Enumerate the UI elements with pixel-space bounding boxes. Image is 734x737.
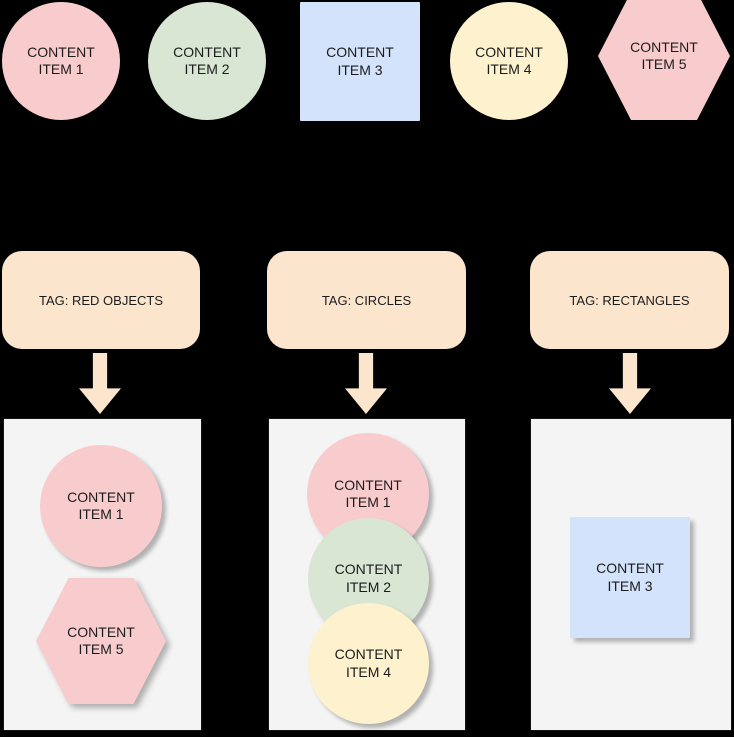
down-arrow-icon bbox=[609, 353, 651, 414]
content-item-2-circle: CONTENT ITEM 2 bbox=[148, 2, 266, 120]
tag-circles-box: TAG: CIRCLES bbox=[267, 251, 466, 349]
tag-label: TAG: RECTANGLES bbox=[569, 292, 690, 308]
grouped-content-item-4-circle: CONTENT ITEM 4 bbox=[308, 603, 429, 724]
shape-label: CONTENT ITEM 3 bbox=[596, 560, 664, 594]
shape-label: CONTENT ITEM 3 bbox=[326, 44, 394, 78]
hexagon-shape: CONTENT ITEM 5 bbox=[36, 578, 166, 704]
tag-red-objects-box: TAG: RED OBJECTS bbox=[2, 251, 200, 349]
tag-label: TAG: CIRCLES bbox=[321, 292, 412, 308]
down-arrow-icon bbox=[345, 353, 387, 414]
shape-label: CONTENT ITEM 5 bbox=[67, 623, 135, 657]
content-item-5-hexagon: CONTENT ITEM 5 bbox=[598, 0, 730, 120]
shape-label: CONTENT ITEM 1 bbox=[334, 476, 402, 510]
shape-label: CONTENT ITEM 4 bbox=[334, 646, 403, 680]
shape-label: CONTENT ITEM 5 bbox=[630, 38, 698, 72]
shape-label: CONTENT ITEM 1 bbox=[27, 43, 95, 77]
down-arrow-icon bbox=[79, 353, 121, 414]
grouped-content-item-1-circle: CONTENT ITEM 1 bbox=[40, 445, 162, 567]
shape-label: CONTENT ITEM 4 bbox=[475, 43, 543, 77]
tag-rectangles-box: TAG: RECTANGLES bbox=[530, 251, 729, 349]
shape-label: CONTENT ITEM 1 bbox=[67, 488, 135, 522]
content-item-4-circle: CONTENT ITEM 4 bbox=[450, 2, 568, 120]
tag-label: TAG: RED OBJECTS bbox=[39, 292, 163, 308]
content-item-3-square: CONTENT ITEM 3 bbox=[300, 2, 420, 121]
shape-label: CONTENT ITEM 2 bbox=[334, 561, 403, 595]
hexagon-shape: CONTENT ITEM 5 bbox=[598, 0, 730, 120]
shape-label: CONTENT ITEM 2 bbox=[173, 43, 241, 77]
grouped-content-item-5-hexagon: CONTENT ITEM 5 bbox=[36, 578, 166, 704]
content-item-1-circle: CONTENT ITEM 1 bbox=[2, 2, 120, 120]
grouped-content-item-3-square: CONTENT ITEM 3 bbox=[570, 517, 690, 638]
